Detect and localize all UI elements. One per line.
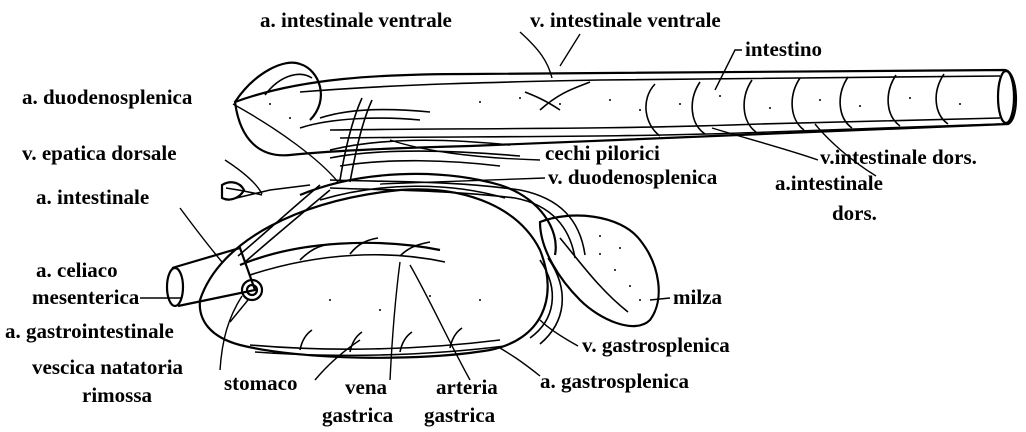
label-a-gastrosplenica: a. gastrosplenica: [540, 369, 689, 393]
label-v-intestinale-ventrale: v. intestinale ventrale: [530, 8, 721, 32]
label-cechi-pilorici: cechi pilorici: [545, 141, 660, 165]
label-vena-gastrica-line2: gastrica: [322, 403, 394, 427]
label-a-intestinale-ventrale: a. intestinale ventrale: [260, 8, 452, 32]
stomach-drawing: [200, 174, 556, 358]
label-a-celiaco-line1: a. celiaco: [36, 258, 118, 282]
label-v-gastrosplenica: v. gastrosplenica: [582, 333, 730, 357]
label-a-intestinale: a. intestinale: [36, 185, 149, 209]
label-stomaco: stomaco: [224, 371, 297, 395]
label-vena-gastrica-line1: vena: [345, 375, 388, 399]
label-arteria-gastrica-line2: gastrica: [424, 403, 496, 427]
label-a-intestinale-dors-line2: dors.: [832, 201, 877, 225]
label-a-duodenosplenica: a. duodenosplenica: [22, 85, 193, 109]
label-vescica-line1: vescica natatoria: [32, 355, 184, 379]
vessel-network: [222, 98, 585, 344]
label-vescica-line2: rimossa: [82, 383, 152, 407]
spleen-drawing: [540, 216, 659, 327]
label-v-duodenosplenica: v. duodenosplenica: [548, 165, 718, 189]
label-a-gastrointestinale: a. gastrointestinale: [5, 319, 174, 343]
label-arteria-gastrica-line1: arteria: [436, 375, 498, 399]
label-milza: milza: [673, 285, 722, 309]
label-a-celiaco-line2: mesenterica: [32, 285, 140, 309]
label-intestino: intestino: [745, 37, 822, 61]
label-v-epatica-dorsale: v. epatica dorsale: [22, 141, 177, 165]
label-v-intestinale-dors: v.intestinale dors.: [820, 145, 977, 169]
label-a-intestinale-dors-line1: a.intestinale: [775, 171, 883, 195]
